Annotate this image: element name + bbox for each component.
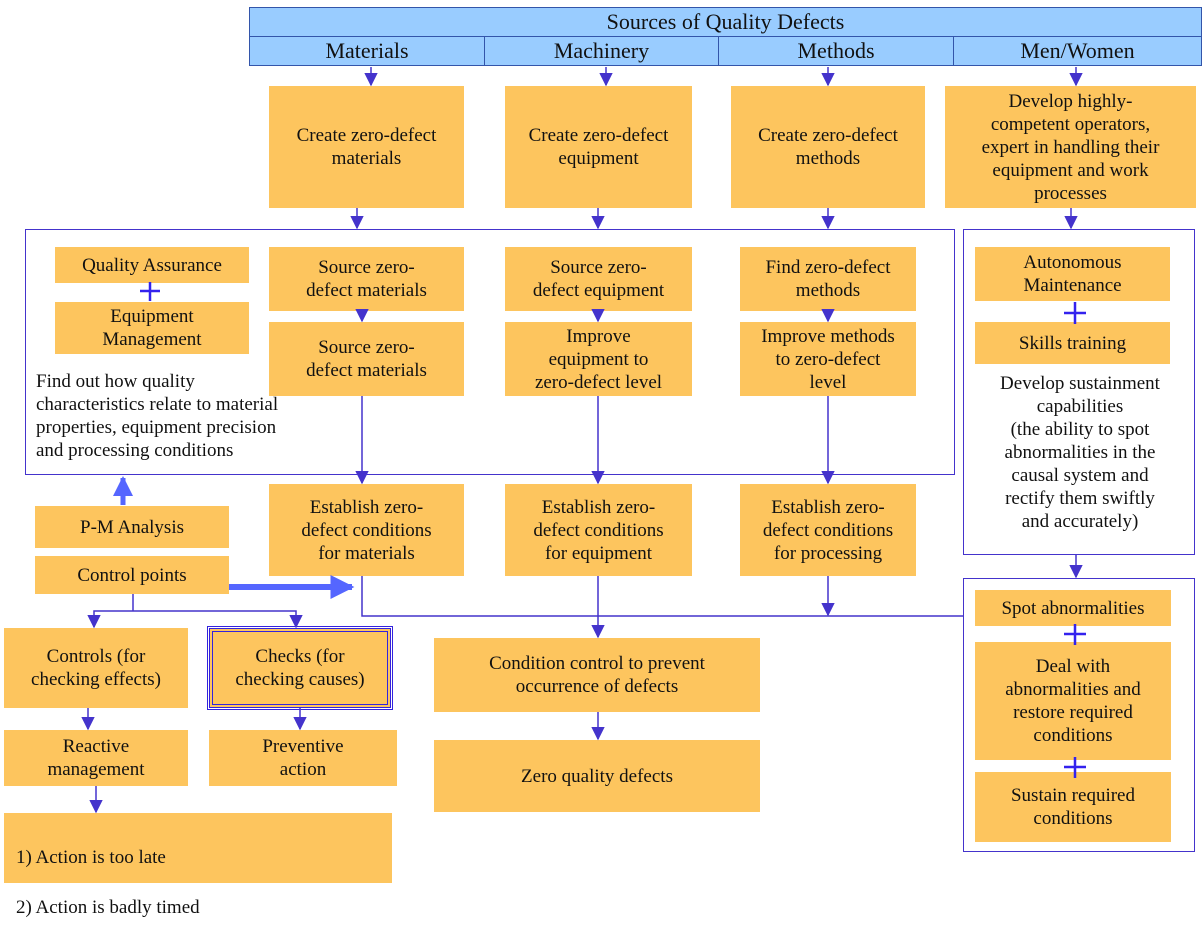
sustainment-text: Develop sustainment capabilities (the ab… (1000, 373, 1160, 532)
establish-conditions-materials: Establish zero- defect conditions for ma… (269, 484, 464, 576)
condition-control-box: Condition control to prevent occurrence … (434, 638, 760, 712)
preventive-action-box: Preventive action (209, 730, 397, 786)
autonomous-maintenance-box: Autonomous Maintenance (975, 247, 1170, 301)
header-col-machinery: Machinery (484, 36, 719, 66)
zero-quality-defects-box: Zero quality defects (434, 740, 760, 812)
connector-materials-bottom (361, 576, 963, 617)
create-zero-defect-materials: Create zero-defect materials (269, 86, 464, 208)
deal-with-abnormalities-box: Deal with abnormalities and restore requ… (975, 642, 1171, 760)
skills-training-box: Skills training (975, 322, 1170, 364)
source-zero-defect-equipment: Source zero- defect equipment (505, 247, 692, 311)
quality-assurance-box: Quality Assurance (55, 247, 249, 283)
controls-box: Controls (for checking effects) (4, 628, 188, 708)
establish-conditions-equipment: Establish zero- defect conditions for eq… (505, 484, 692, 576)
create-zero-defect-equipment: Create zero-defect equipment (505, 86, 692, 208)
sustain-conditions-box: Sustain required conditions (975, 772, 1171, 842)
improve-equipment: Improve equipment to zero-defect level (505, 322, 692, 396)
source-zero-defect-materials-2: Source zero- defect materials (269, 322, 464, 396)
equipment-management-box: Equipment Management (55, 302, 249, 354)
improve-methods: Improve methods to zero-defect level (740, 322, 916, 396)
header-title: Sources of Quality Defects (249, 7, 1202, 37)
diagram-canvas: Sources of Quality Defects Materials Mac… (4, 7, 1202, 918)
arrow-to-checks (133, 610, 303, 629)
arrow-to-controls (87, 610, 133, 629)
connector-layer (81, 67, 1086, 814)
action-problem-1: 1) Action is too late (16, 847, 166, 868)
analysis-frame (25, 229, 955, 475)
control-points-box: Control points (35, 556, 229, 594)
pm-analysis-box: P-M Analysis (35, 506, 229, 548)
find-zero-defect-methods: Find zero-defect methods (740, 247, 916, 311)
header-col-methods: Methods (718, 36, 954, 66)
header-col-materials: Materials (249, 36, 485, 66)
checks-box: Checks (for checking causes) (207, 626, 393, 710)
find-out-text: Find out how quality characteristics rel… (36, 371, 279, 461)
abnormal-panel-frame (963, 578, 1195, 852)
source-zero-defect-materials-1: Source zero- defect materials (269, 247, 464, 311)
develop-competent-operators: Develop highly- competent operators, exp… (945, 86, 1196, 208)
create-zero-defect-methods: Create zero-defect methods (731, 86, 925, 208)
reactive-management-box: Reactive management (4, 730, 188, 786)
action-problem-2: 2) Action is badly timed (16, 897, 200, 918)
spot-abnormalities-box: Spot abnormalities (975, 590, 1171, 626)
header-col-men: Men/Women (953, 36, 1202, 66)
men-panel-frame (963, 229, 1195, 555)
establish-conditions-processing: Establish zero- defect conditions for pr… (740, 484, 916, 576)
